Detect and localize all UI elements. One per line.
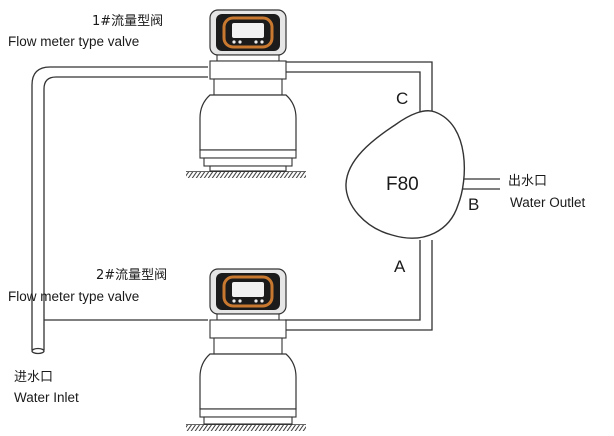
vessel-label: F80 <box>386 174 419 195</box>
bottom-valve-name-en: Flow meter type valve <box>8 289 140 304</box>
port-b-label: B <box>468 195 480 214</box>
outlet-label-cn: 出水口 <box>508 174 548 189</box>
pipe-to-port-c-outer <box>285 61 433 112</box>
pipe-network <box>31 61 500 355</box>
inlet-pipe-outer <box>31 66 208 350</box>
inlet-pipe-inner <box>43 76 208 350</box>
bottom-valve-name-cn: 2#流量型阀 <box>96 268 168 283</box>
port-c-label: C <box>396 89 409 108</box>
outlet-label-en: Water Outlet <box>510 195 586 210</box>
flow-meter-valve-icon <box>199 9 297 172</box>
inlet-pipe-opening <box>31 347 45 355</box>
pipe-to-port-a-outer <box>285 240 433 331</box>
top-valve-name-en: Flow meter type valve <box>8 34 140 49</box>
pipe-to-port-a-inner <box>285 240 421 321</box>
inlet-label-cn: 进水口 <box>14 370 54 385</box>
top-valve-name-cn: 1#流量型阀 <box>92 14 164 29</box>
ground-hatch-icon <box>186 171 306 178</box>
pipe-to-port-c-inner <box>285 71 421 112</box>
inlet-label-en: Water Inlet <box>14 390 79 405</box>
flow-meter-valve-icon <box>199 268 297 425</box>
port-a-label: A <box>394 257 406 276</box>
f80-vessel-shape <box>345 110 466 239</box>
ground-hatch-icon <box>186 424 306 431</box>
